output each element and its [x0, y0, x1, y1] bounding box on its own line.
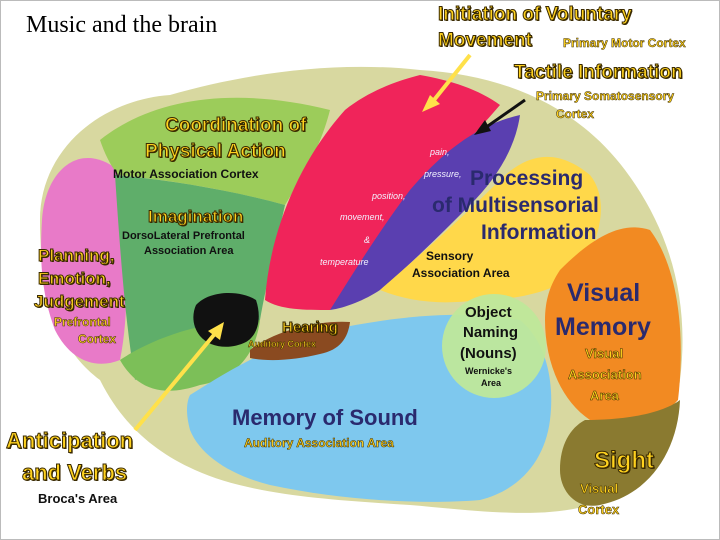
voluntary-title-1: Initiation of Voluntary — [438, 4, 633, 25]
anticipation-line-1: Anticipation — [5, 428, 134, 453]
memory-sound-title: Memory of Sound — [232, 405, 418, 430]
somatosensory-region — [330, 115, 520, 310]
somato-item-pain: pain, — [430, 147, 450, 157]
visual-memory-area-3: Area — [590, 388, 619, 403]
anticipation-line-2: and Verbs — [21, 460, 128, 485]
multisensory-line-2: of Multisensorial — [432, 194, 599, 217]
planning-area-2: Cortex — [78, 332, 117, 346]
object-naming-line-3: (Nouns) — [460, 345, 517, 362]
slide-title: Music and the brain — [26, 12, 218, 38]
imagination-area-1: DorsoLateral Prefrontal — [122, 230, 245, 242]
arrowhead-anticipation — [208, 322, 224, 340]
sight-title: Sight — [594, 447, 655, 474]
dorsolateral-prefrontal-region — [115, 175, 285, 380]
multisensory-area-1: Sensory — [426, 249, 474, 263]
memory-sound-area: Auditory Association Area — [244, 436, 394, 450]
prefrontal-cortex-region — [41, 158, 127, 364]
somato-item-temperature: temperature — [320, 257, 369, 267]
arrowhead-tactile — [474, 120, 491, 135]
visual-memory-area-1: Visual — [585, 346, 624, 361]
multisensory-line-3: Information — [481, 221, 597, 244]
visual-memory-line-2: Memory — [555, 313, 651, 341]
visual-memory-line-1: Visual — [567, 279, 641, 307]
coordination-area: Motor Association Cortex — [113, 167, 259, 181]
somato-item-movement: movement, — [340, 212, 385, 222]
tactile-area-1: Primary Somatosensory — [536, 89, 675, 103]
planning-area-1: Prefrontal — [54, 315, 111, 329]
arrowhead-voluntary — [422, 95, 440, 112]
coordination-title-2: Physical Action — [145, 141, 287, 162]
tactile-title: Tactile Information — [514, 62, 684, 83]
arrow-voluntary-movement — [428, 53, 472, 107]
imagination-area-2: Association Area — [144, 245, 234, 257]
object-naming-area-2: Area — [481, 378, 502, 388]
arrow-anticipation — [133, 328, 220, 432]
broca-region — [193, 293, 259, 347]
hearing-title: Hearing — [282, 319, 339, 336]
sight-area-2: Cortex — [578, 502, 620, 517]
imagination-title: Imagination — [147, 207, 244, 226]
primary-motor-cortex-region — [265, 75, 500, 310]
visual-association-region — [545, 227, 681, 422]
sight-area-1: Visual — [580, 481, 619, 496]
object-naming-line-2: Naming — [463, 324, 519, 341]
voluntary-title-2: Movement — [438, 30, 533, 51]
auditory-cortex-region — [250, 321, 350, 361]
somato-item-pressure: pressure, — [424, 169, 462, 179]
multisensory-area-2: Association Area — [412, 266, 510, 280]
somato-item-position: position, — [372, 191, 406, 201]
arrow-tactile — [484, 98, 526, 130]
object-naming-line-1: Object — [465, 304, 512, 321]
wernicke-region — [442, 294, 546, 398]
hearing-area: Auditory Cortex — [248, 339, 317, 349]
anticipation-area: Broca's Area — [38, 491, 118, 506]
planning-line-2: Emotion, — [38, 269, 112, 288]
planning-line-1: Planning, — [38, 246, 115, 265]
tactile-area-2: Cortex — [556, 107, 595, 121]
sensory-association-region — [380, 156, 601, 303]
coordination-title-1: Coordination of — [164, 115, 307, 136]
voluntary-area: Primary Motor Cortex — [563, 36, 686, 50]
multisensory-line-1: Processing — [470, 167, 584, 190]
planning-line-3: Judgement — [34, 292, 126, 311]
motor-association-region — [100, 97, 330, 205]
object-naming-area-1: Wernicke's — [465, 366, 512, 376]
somato-item-and: & — [364, 235, 371, 245]
visual-memory-area-2: Association — [568, 367, 642, 382]
visual-cortex-region — [560, 400, 680, 506]
